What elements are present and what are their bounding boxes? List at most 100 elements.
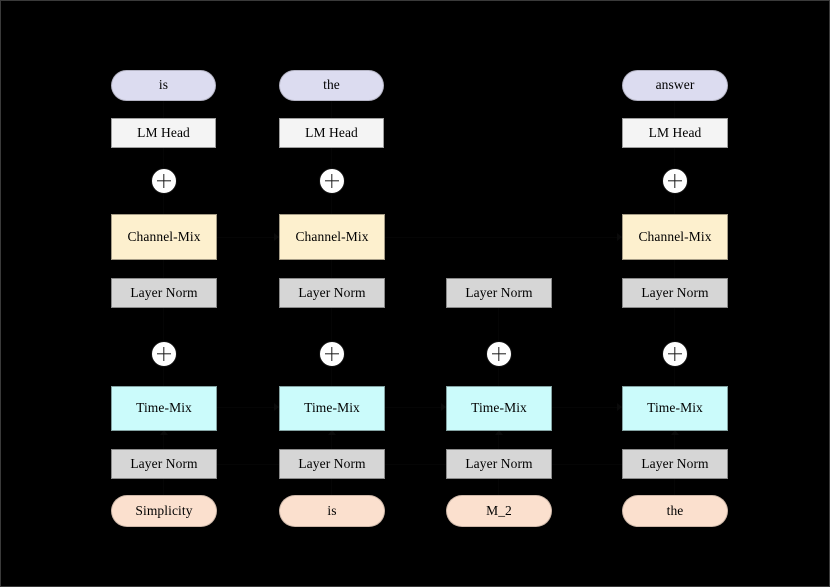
channel-mix-label-c1: Channel-Mix bbox=[295, 228, 369, 244]
edge-c3-residual-to-ln-upper bbox=[674, 308, 676, 341]
arrowhead-c2-timemix bbox=[494, 430, 503, 435]
time-mix-c2: Time-Mix bbox=[446, 386, 552, 431]
time-mix-c0: Time-Mix bbox=[111, 386, 217, 431]
layer-norm-upper-c1: Layer Norm bbox=[279, 278, 385, 308]
edge-c3-lmhead-to-token bbox=[674, 101, 676, 118]
edge-c0-token-to-ln-lower bbox=[163, 479, 165, 495]
edge-c1-chmix-to-ln-upper bbox=[331, 260, 333, 278]
edge-c1-residual-to-ln-upper bbox=[331, 308, 333, 341]
channel-mix-c0: Channel-Mix bbox=[111, 214, 217, 260]
edge-timemix-c2-to-c3 bbox=[552, 407, 622, 409]
edge-c1-timemix-to-residual bbox=[331, 367, 333, 386]
edge-c0-residual-to-ln-upper bbox=[163, 308, 165, 341]
edge-c1-ln-lower-to-timemix bbox=[331, 431, 333, 449]
arrowhead-timemix-c2-in bbox=[441, 403, 446, 411]
lm-head-label-c3: LM Head bbox=[648, 124, 702, 140]
edge-c0-chmix-to-ln-upper bbox=[163, 260, 165, 278]
residual-add-bottom-c1 bbox=[319, 341, 345, 367]
input-token-label-c1: is bbox=[327, 502, 337, 518]
channel-mix-label-c0: Channel-Mix bbox=[127, 228, 201, 244]
edge-c1-lmhead-to-token bbox=[331, 101, 333, 118]
layer-norm-lower-c2: Layer Norm bbox=[446, 449, 552, 479]
lm-head-label-c0: LM Head bbox=[137, 124, 190, 140]
residual-add-top-c3 bbox=[662, 168, 688, 194]
input-token-c1: is bbox=[279, 495, 385, 527]
layer-norm-lower-label-c2: Layer Norm bbox=[465, 455, 533, 471]
input-token-c3: the bbox=[622, 495, 728, 527]
layer-norm-upper-label-c2: Layer Norm bbox=[465, 284, 533, 300]
time-mix-c1: Time-Mix bbox=[279, 386, 385, 431]
edge-ln-lower-c1-to-c2 bbox=[385, 464, 446, 466]
edge-c0-lmhead-to-token bbox=[163, 101, 165, 118]
edge-chmix-c1-to-c3 bbox=[385, 237, 622, 239]
edge-c0-residual-to-lmhead bbox=[163, 148, 165, 168]
output-token-c3: answer bbox=[622, 70, 728, 101]
edge-timemix-c1-to-c2 bbox=[385, 407, 446, 409]
edge-c1-token-to-ln-lower bbox=[331, 479, 333, 495]
layer-norm-upper-label-c3: Layer Norm bbox=[641, 284, 709, 300]
residual-add-bottom-c3 bbox=[662, 341, 688, 367]
arrowhead-chmix-c1-in bbox=[274, 233, 279, 241]
time-mix-label-c1: Time-Mix bbox=[304, 400, 360, 416]
layer-norm-upper-label-c1: Layer Norm bbox=[298, 284, 366, 300]
edge-c1-chmix-to-residual bbox=[331, 194, 333, 214]
arrowhead-chmix-c3-in bbox=[617, 233, 622, 241]
edge-c3-chmix-to-ln-upper bbox=[674, 260, 676, 278]
output-token-label-c1: the bbox=[323, 77, 340, 93]
edge-c3-token-to-ln-lower bbox=[674, 479, 676, 495]
edge-c3-residual-to-lmhead bbox=[674, 148, 676, 168]
input-token-label-c3: the bbox=[666, 502, 684, 518]
channel-mix-c3: Channel-Mix bbox=[622, 214, 728, 260]
residual-add-bottom-c2 bbox=[486, 341, 512, 367]
layer-norm-upper-c2: Layer Norm bbox=[446, 278, 552, 308]
edge-c2-timemix-to-residual bbox=[498, 367, 500, 386]
lm-head-label-c1: LM Head bbox=[305, 124, 358, 140]
time-mix-label-c0: Time-Mix bbox=[136, 400, 192, 416]
arrowhead-timemix-c3-in bbox=[617, 403, 622, 411]
edge-c3-ln-lower-to-timemix bbox=[674, 431, 676, 449]
layer-norm-lower-label-c3: Layer Norm bbox=[641, 455, 709, 471]
output-token-c0: is bbox=[111, 70, 216, 101]
time-mix-label-c3: Time-Mix bbox=[647, 400, 703, 416]
layer-norm-lower-c3: Layer Norm bbox=[622, 449, 728, 479]
edge-chmix-c0-to-c1 bbox=[217, 237, 279, 239]
output-token-label-c3: answer bbox=[655, 77, 695, 93]
edge-timemix-c0-to-c1 bbox=[217, 407, 279, 409]
edge-ln-lower-c2-to-c3 bbox=[552, 464, 622, 466]
edge-c1-residual-to-lmhead bbox=[331, 148, 333, 168]
layer-norm-lower-c1: Layer Norm bbox=[279, 449, 385, 479]
input-token-label-c0: Simplicity bbox=[135, 502, 193, 518]
lm-head-c1: LM Head bbox=[279, 118, 384, 148]
input-token-c0: Simplicity bbox=[111, 495, 217, 527]
layer-norm-upper-label-c0: Layer Norm bbox=[130, 284, 198, 300]
arrowhead-timemix-c1-in bbox=[274, 403, 279, 411]
layer-norm-lower-label-c1: Layer Norm bbox=[298, 455, 366, 471]
input-token-c2: M_2 bbox=[446, 495, 552, 527]
residual-add-top-c0 bbox=[151, 168, 177, 194]
layer-norm-lower-label-c0: Layer Norm bbox=[130, 455, 198, 471]
arrowhead-c1-timemix bbox=[327, 430, 336, 435]
lm-head-c3: LM Head bbox=[622, 118, 728, 148]
edge-c2-token-to-ln-lower bbox=[498, 479, 500, 495]
channel-mix-label-c3: Channel-Mix bbox=[638, 228, 712, 244]
layer-norm-lower-c0: Layer Norm bbox=[111, 449, 217, 479]
lm-head-c0: LM Head bbox=[111, 118, 216, 148]
edge-c0-ln-lower-to-timemix bbox=[163, 431, 165, 449]
output-token-label-c0: is bbox=[158, 77, 169, 93]
input-token-label-c2: M_2 bbox=[486, 502, 512, 518]
edge-c2-ln-lower-to-timemix bbox=[498, 431, 500, 449]
arrowhead-c0-timemix bbox=[159, 430, 168, 435]
edge-c3-chmix-to-residual bbox=[674, 194, 676, 214]
edge-c3-timemix-to-residual bbox=[674, 367, 676, 386]
time-mix-c3: Time-Mix bbox=[622, 386, 728, 431]
edge-c2-residual-to-ln-upper bbox=[498, 308, 500, 341]
edge-c0-timemix-to-residual bbox=[163, 367, 165, 386]
residual-add-top-c1 bbox=[319, 168, 345, 194]
output-token-c1: the bbox=[279, 70, 384, 101]
arrowhead-c3-timemix bbox=[670, 430, 679, 435]
layer-norm-upper-c3: Layer Norm bbox=[622, 278, 728, 308]
layer-norm-upper-c0: Layer Norm bbox=[111, 278, 217, 308]
time-mix-label-c2: Time-Mix bbox=[471, 400, 527, 416]
channel-mix-c1: Channel-Mix bbox=[279, 214, 385, 260]
